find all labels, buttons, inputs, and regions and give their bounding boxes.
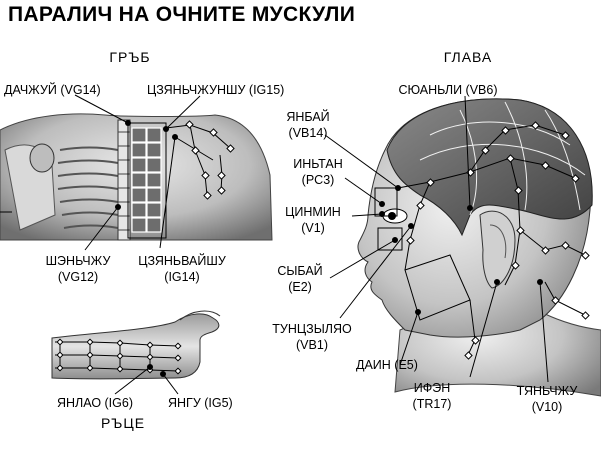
head-figure [324, 95, 601, 397]
label-e2-name: СЫБАЙ [277, 264, 323, 278]
label-vb1-code: (VB1) [296, 338, 328, 352]
label-vb1-name: ТУНЦЗЫЛЯО [272, 322, 352, 336]
section-back-label: ГРЪБ [109, 49, 151, 65]
arm-figure [51, 310, 221, 395]
section-head-label: ГЛАВА [443, 49, 493, 65]
label-pc3-code: (PC3) [301, 173, 335, 187]
label-pc3-name: ИНЬТАН [293, 157, 343, 171]
label-vb14-code: (VB14) [288, 126, 328, 140]
page-title: ПАРАЛИЧ НА ОЧНИТЕ МУСКУЛИ [8, 3, 356, 26]
label-tr17-name: ИФЭН [413, 381, 451, 395]
label-vg14: ДАЧЖУЙ (VG14) [4, 83, 101, 97]
label-ig6: ЯНЛАО (IG6) [57, 396, 133, 410]
label-vb14-name: ЯНБАЙ [286, 110, 330, 124]
label-ig14-name: ЦЗЯНЬВАЙШУ [138, 254, 226, 268]
label-v1-name: ЦИНМИН [285, 205, 341, 219]
back-figure [0, 94, 273, 251]
label-e5: ДАИН (E5) [356, 358, 418, 372]
label-v1-code: (V1) [301, 221, 325, 235]
label-ig14-code: (IG14) [164, 270, 200, 284]
label-vb6: СЮАНЬЛИ (VB6) [398, 83, 498, 97]
label-ig5: ЯНГУ (IG5) [168, 396, 233, 410]
label-v10-name: ТЯНЬЧЖУ [516, 384, 578, 398]
label-vg12-code: (VG12) [57, 270, 99, 284]
section-hands-label: РЪЦЕ [100, 415, 146, 431]
label-v10-code: (V10) [531, 400, 563, 414]
label-e2-code: (E2) [288, 280, 312, 294]
label-tr17-code: (TR17) [412, 397, 452, 411]
label-ig15: ЦЗЯНЬЧЖУНШУ (IG15) [147, 83, 285, 97]
label-vg12-name: ШЭНЬЧЖУ [45, 254, 111, 268]
